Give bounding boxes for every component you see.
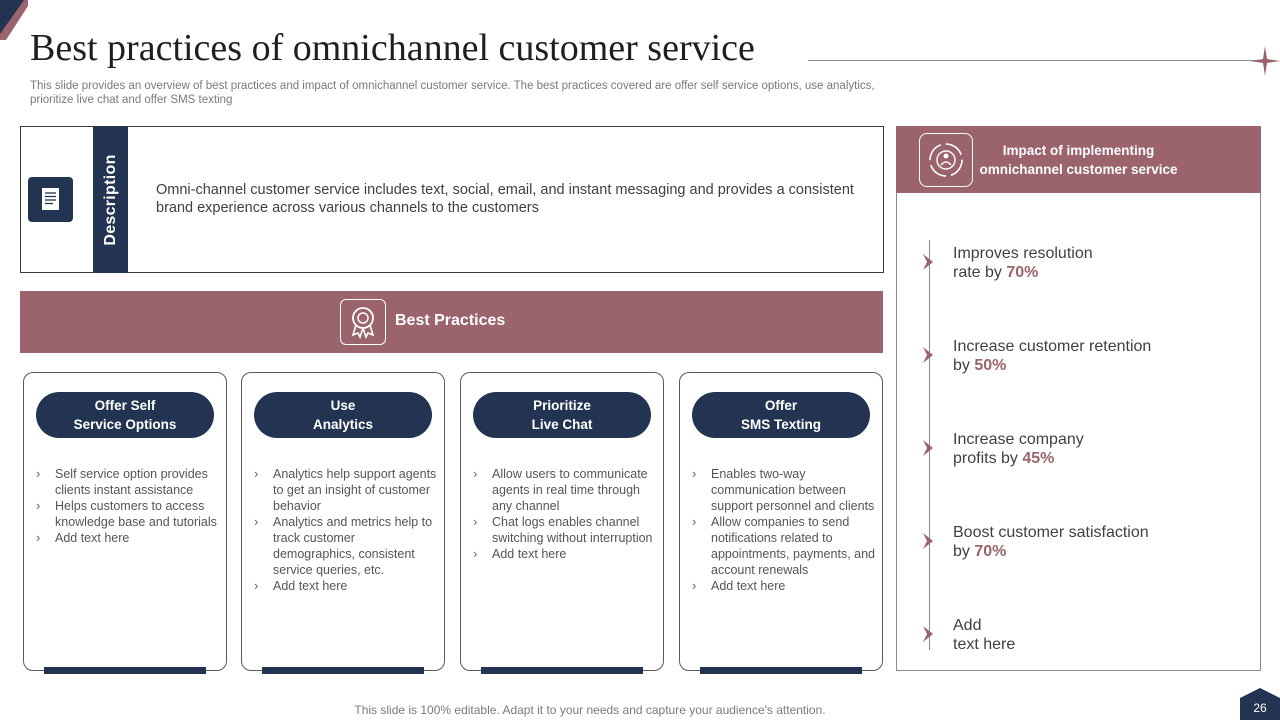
card-bottom-bar: [44, 667, 206, 674]
slide-subtitle: This slide provides an overview of best …: [30, 80, 875, 106]
list-item: Analytics help support agents to get an …: [253, 466, 438, 514]
card-bullet-list: Allow users to communicate agents in rea…: [472, 466, 657, 562]
impact-line2: profits by: [953, 450, 1023, 467]
card-title-line1: Prioritize: [533, 398, 591, 413]
chevron-right-icon: [923, 254, 933, 270]
impact-highlight: 70%: [1006, 264, 1039, 281]
impact-line1: Improves resolution: [953, 245, 1093, 262]
card-bullet-list: Self service option provides clients ins…: [35, 466, 220, 546]
impact-highlight: 50%: [974, 357, 1007, 374]
card-title-line1: Offer: [764, 398, 798, 413]
slide-footer: This slide is 100% editable. Adapt it to…: [354, 703, 826, 717]
best-practices-header: Best Practices: [20, 291, 883, 353]
title-divider: [808, 60, 1258, 61]
description-box: Description Omni-channel customer servic…: [20, 126, 884, 273]
card-title-line2: Analytics: [312, 417, 374, 432]
chevron-right-icon: [923, 440, 933, 456]
card-bullet-list: Analytics help support agents to get an …: [253, 466, 438, 594]
description-label: Description: [101, 153, 119, 246]
card-title-line2: Service Options: [73, 417, 177, 432]
impact-highlight: 45%: [1022, 450, 1055, 467]
list-item: Add text here: [253, 578, 438, 594]
card-title-line1: Use: [330, 398, 356, 413]
impact-line1: Increase customer retention: [953, 338, 1152, 355]
card-title-line1: Offer Self: [94, 398, 156, 413]
list-item: Add text here: [472, 546, 657, 562]
list-item: Enables two-way communication between su…: [691, 466, 876, 514]
description-text: Omni-channel customer service includes t…: [156, 182, 854, 216]
impact-highlight: 70%: [974, 543, 1007, 560]
impact-panel: Impact of implementing omnichannel custo…: [896, 126, 1261, 671]
impact-line2: text here: [953, 636, 1016, 653]
list-item: Allow users to communicate agents in rea…: [472, 466, 657, 514]
impact-title: Impact of implementing omnichannel custo…: [979, 143, 1178, 177]
impact-line2: rate by: [953, 264, 1007, 281]
card-title-line2: Live Chat: [531, 417, 593, 432]
impact-line1: Boost customer satisfaction: [953, 524, 1149, 541]
chevron-right-icon: [923, 533, 933, 549]
corner-decoration: [0, 0, 28, 40]
target-people-icon: [919, 133, 973, 187]
impact-timeline-line: [929, 240, 930, 650]
description-label-bar: Description: [93, 126, 128, 273]
award-ribbon-icon: [340, 299, 386, 345]
chevron-right-icon: [923, 347, 933, 363]
impact-line1: Increase company: [953, 431, 1084, 448]
list-item: Add text here: [691, 578, 876, 594]
impact-line2: by: [953, 357, 975, 374]
impact-header: Impact of implementing omnichannel custo…: [896, 126, 1261, 193]
list-item: Add text here: [35, 530, 220, 546]
list-item: Helps customers to access knowledge base…: [35, 498, 220, 530]
card-bullet-list: Enables two-way communication between su…: [691, 466, 876, 594]
list-item: Analytics and metrics help to track cust…: [253, 514, 438, 578]
chevron-right-icon: [923, 626, 933, 642]
document-icon: [28, 177, 73, 222]
impact-line2: by: [953, 543, 975, 560]
card-bottom-bar: [262, 667, 424, 674]
page-number: 26: [1253, 701, 1267, 715]
sparkle-star-icon: [1250, 46, 1280, 76]
list-item: Self service option provides clients ins…: [35, 466, 220, 498]
card-bottom-bar: [481, 667, 643, 674]
list-item: Chat logs enables channel switching with…: [472, 514, 657, 546]
list-item: Allow companies to send notifications re…: [691, 514, 876, 578]
slide-title: Best practices of omnichannel customer s…: [30, 27, 755, 69]
page-number-badge: [1240, 688, 1280, 720]
best-practices-label: Best Practices: [395, 312, 506, 329]
card-bottom-bar: [700, 667, 862, 674]
impact-line1: Add: [953, 617, 982, 634]
card-title-line2: SMS Texting: [740, 417, 821, 432]
